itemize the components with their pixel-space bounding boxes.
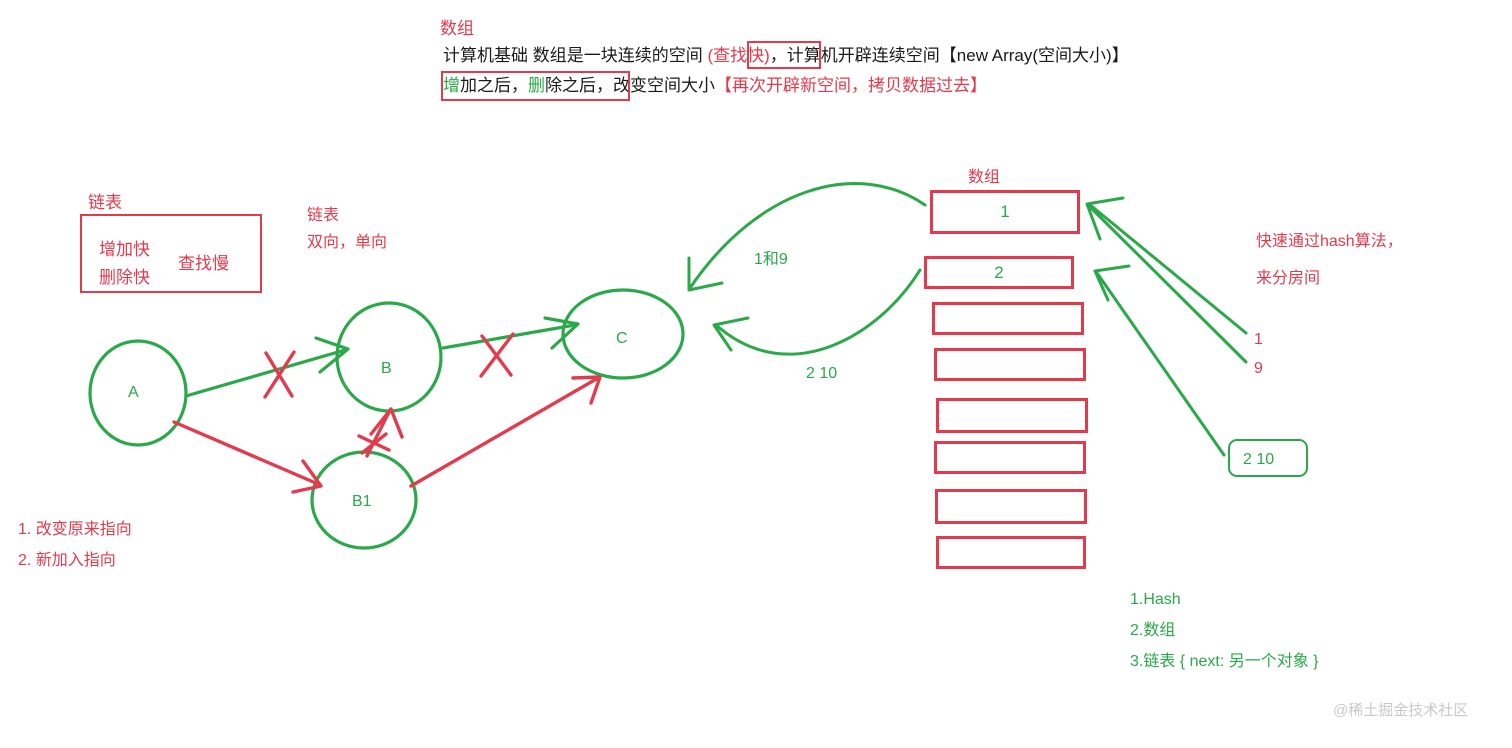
header-line2-green-del: 删: [528, 76, 545, 95]
cross-b-to-c: [479, 332, 515, 378]
cross-b1-to-b: [357, 432, 391, 455]
arrow-array-cell1-to-c-head: [687, 256, 724, 292]
arrow-a-to-b-head: [314, 336, 350, 374]
cross-a-to-b: [263, 350, 296, 399]
header-line1-mid: ，计算机开辟连续空间【new Array(空间大小)】: [769, 46, 1129, 65]
arrow-array-cell2-to-c: [714, 268, 922, 356]
header-line-1: 计算机基础 数组是一块连续的空间 (查找快)，计算机开辟连续空间【new Arr…: [443, 44, 1129, 69]
arrow-label-2-10: 2 10: [806, 365, 838, 382]
hash-note-line-1: 快速通过hash算法，: [1256, 233, 1403, 250]
header-line-2: 增加之后，删除之后，改变空间大小【再次开辟新空间，拷贝数据过去】: [443, 74, 987, 99]
node-label-b1: B1: [352, 493, 372, 510]
linked-list-delete-fast: 删除快: [99, 268, 150, 287]
array-cell[interactable]: [936, 398, 1088, 433]
hash-value-9: 9: [1254, 360, 1263, 377]
array-cell[interactable]: [932, 302, 1084, 335]
array-cell[interactable]: [934, 348, 1086, 381]
header-highlight-box-find: [747, 41, 821, 69]
hash-value-1: 1: [1254, 331, 1263, 348]
linked-list-box: [80, 214, 262, 293]
header-line2-text-1: 加之后，: [460, 76, 528, 95]
arrow-b1-to-b: [365, 408, 392, 458]
header-line2-text-3: ，改变空间大小: [596, 76, 715, 95]
arrow-into-cell1-head: [1085, 196, 1125, 241]
arrow-num9-to-cell1: [1087, 204, 1248, 364]
node-label-a: A: [128, 384, 139, 401]
arrow-b-to-c: [441, 323, 577, 350]
linked-list-title-2: 链表: [307, 207, 340, 224]
hash-note-line-2: 来分房间: [1256, 270, 1321, 287]
arrow-label-1-and-9: 1和9: [754, 251, 788, 268]
summary-item-3: 3.链表 { next: 另一个对象 }: [1130, 653, 1319, 670]
watermark: @稀土掘金技术社区: [1333, 702, 1469, 719]
legend-item-1: 1. 改变原来指向: [18, 521, 132, 538]
arrow-a-to-b: [184, 348, 347, 398]
header-line1-highlight: (查找快): [707, 46, 770, 65]
arrow-box210-to-cell2: [1095, 271, 1226, 457]
bucket-box-2-10-label: 2 10: [1243, 451, 1275, 468]
linked-list-find-slow: 查找慢: [178, 254, 229, 273]
header-title: 数组: [440, 19, 474, 38]
array-cell[interactable]: [935, 489, 1087, 524]
header-line2-green-add: 增: [443, 76, 460, 95]
array-cell[interactable]: 1: [930, 190, 1080, 234]
arrow-b1-to-b-head: [369, 407, 404, 439]
arrow-a-to-b1: [172, 420, 320, 486]
header-line2-highlight: 【再次开辟新空间，拷贝数据过去】: [715, 76, 987, 95]
header-line1-pre: 计算机基础 数组是一块连续的空间: [443, 46, 708, 65]
arrow-b-to-c-head: [543, 316, 580, 350]
linked-list-title: 链表: [88, 193, 122, 212]
legend-item-2: 2. 新加入指向: [18, 552, 116, 569]
header-line2-text-2: 除之后: [545, 76, 596, 95]
array-cell[interactable]: 2: [924, 256, 1074, 289]
node-label-c: C: [616, 330, 628, 347]
arrow-into-cell2-head: [1093, 264, 1131, 302]
arrow-a-to-b1-head: [291, 459, 323, 494]
arrow-b1-to-c: [409, 376, 600, 488]
arrow-array-cell2-to-c-head: [712, 316, 750, 352]
node-label-b: B: [381, 360, 392, 377]
arrow-b1-to-c-head: [571, 375, 602, 405]
arrow-array-cell1-to-c: [688, 182, 927, 290]
summary-item-1: 1.Hash: [1130, 591, 1181, 608]
header-highlight-box-add-delete: [441, 71, 630, 101]
summary-item-2: 2.数组: [1130, 622, 1176, 639]
array-cell[interactable]: [934, 441, 1086, 474]
linked-list-add-fast: 增加快: [99, 240, 150, 259]
arrow-num1-to-cell1: [1087, 202, 1248, 335]
linked-list-directions: 双向，单向: [307, 234, 388, 251]
array-title: 数组: [968, 169, 1001, 186]
array-cell[interactable]: [936, 536, 1086, 569]
bucket-box-2-10: [1228, 439, 1308, 477]
